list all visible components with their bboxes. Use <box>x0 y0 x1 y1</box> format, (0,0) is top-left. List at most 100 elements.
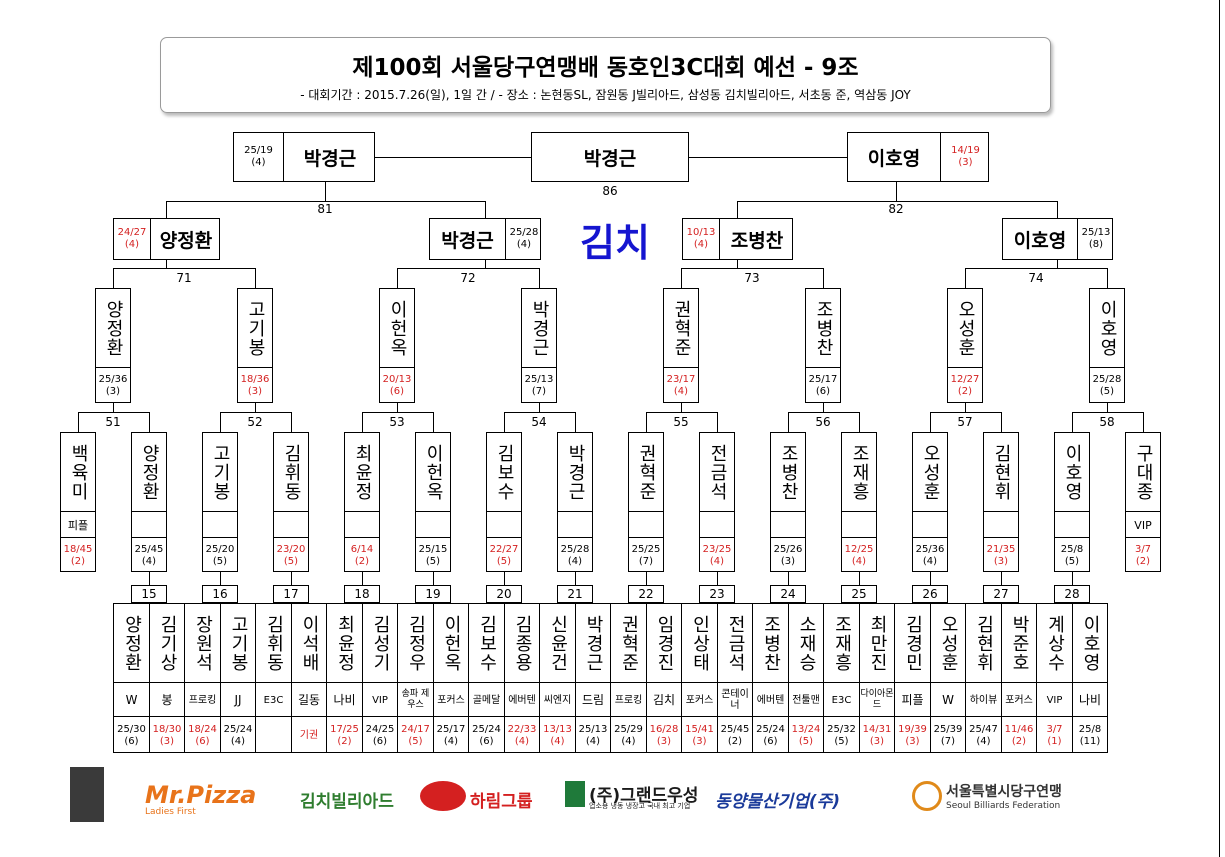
score-cell: 18/45(2) <box>61 537 95 573</box>
score-average: (4) <box>124 239 140 250</box>
score-average: (1) <box>1047 735 1062 747</box>
bracket-line <box>896 182 897 201</box>
score-cell: 25/39(7) <box>931 716 965 754</box>
sponsor-name: 동양물산기업(주) <box>715 792 841 812</box>
bracket-line <box>930 412 1001 413</box>
match-number: 54 <box>531 415 547 429</box>
player-name: 박경근 <box>565 443 586 501</box>
bracket-line <box>788 572 789 585</box>
score-average: (4) <box>693 239 709 250</box>
score-value: 25/24 <box>223 723 253 735</box>
score-cell: 25/25(7) <box>629 537 663 573</box>
player-name: 김휘동 <box>263 614 285 672</box>
score-average: (3) <box>692 735 707 747</box>
club-cell: VIP <box>1126 511 1160 538</box>
bracket-line <box>1057 201 1058 218</box>
bracket-line <box>737 201 738 218</box>
score-average: (5) <box>1099 386 1115 397</box>
score-average: (4) <box>251 157 266 168</box>
score-cell: 25/24(6) <box>753 716 788 754</box>
bracket-line <box>737 260 738 268</box>
score-average: (4) <box>976 735 991 747</box>
bracket-line <box>646 572 647 585</box>
player-name: 박경근 <box>529 299 550 357</box>
score-cell: 25/20(5) <box>203 537 237 573</box>
player-name: 이헌옥 <box>387 299 408 357</box>
club-cell: JJ <box>221 682 255 717</box>
club-cell: 골메달 <box>469 682 504 717</box>
score-cell: 25/17(6) <box>806 367 840 404</box>
player-box: 권혁준 25/25(7) <box>628 432 664 572</box>
score-value: 25/24 <box>756 723 785 735</box>
club-cell: 포커스 <box>1002 682 1036 717</box>
score-cell: 25/8(5) <box>1055 537 1089 573</box>
score-cell: 19/39(3) <box>895 716 930 754</box>
bracket-line <box>220 412 221 432</box>
bracket-line <box>504 412 575 413</box>
score-average: (4) <box>621 735 636 747</box>
score-average: (2) <box>1011 735 1027 747</box>
score-value: 24/27 <box>117 227 147 238</box>
match-number-box: 27 <box>983 585 1019 603</box>
bracket-line <box>859 572 860 585</box>
bracket-line <box>255 403 256 412</box>
score-value: 25/28 <box>509 227 539 238</box>
player-name: 권혁준 <box>636 443 657 501</box>
bracket-line <box>1072 572 1073 585</box>
bracket-line <box>539 268 540 288</box>
score-cell: 기권 <box>292 716 326 754</box>
club-cell <box>984 511 1018 538</box>
score-value: 25/28 <box>560 543 590 555</box>
player-name: 권혁준 <box>671 299 692 357</box>
score-value: 25/19 <box>244 145 273 156</box>
bracket-line <box>823 403 824 412</box>
club-cell <box>629 511 663 538</box>
score-cell: 25/30(6) <box>114 716 149 754</box>
score-cell: 6/14(2) <box>345 537 379 573</box>
player-box: 14/19(3)이호영 <box>847 132 989 182</box>
score-average: (5) <box>425 555 441 567</box>
score-average: (2) <box>1135 555 1151 567</box>
score-value: 25/17 <box>808 374 838 385</box>
player-name: 조병찬 <box>760 614 782 672</box>
grand-woosung-mark <box>565 781 585 807</box>
score-average: (4) <box>514 735 530 747</box>
score-cell: 23/25(4) <box>700 537 734 573</box>
club-cell <box>345 511 379 538</box>
match-number: 52 <box>247 415 263 429</box>
score-value: 3/7 <box>1134 543 1152 555</box>
bracket-line <box>965 403 966 412</box>
club-cell: VIP <box>363 682 397 717</box>
score-cell: 22/33(4) <box>505 716 539 754</box>
score-cell: 25/15(5) <box>416 537 450 573</box>
score-value: 25/36 <box>98 374 128 385</box>
score-value: 25/20 <box>205 543 235 555</box>
match-number-box: 19 <box>415 585 451 603</box>
player-name: 김현휘 <box>973 614 995 672</box>
score-cell: 18/24(6) <box>185 716 220 754</box>
bracket-line <box>433 572 434 585</box>
score-average: (5) <box>834 735 849 747</box>
player-name: 최만진 <box>867 614 888 672</box>
bracket-line <box>1057 260 1058 268</box>
player-box: 25/19(4)박경근 <box>233 132 375 182</box>
score-value: 20/13 <box>382 374 412 385</box>
bracket-line <box>362 572 363 585</box>
player-name: 조병찬 <box>778 443 799 501</box>
bracket-line <box>689 157 847 158</box>
sponsor-logo: 하림그룹 <box>420 775 550 820</box>
player-name: 계상수 <box>1044 614 1066 672</box>
bracket-line <box>1001 412 1002 432</box>
score-cell: 3/7(2) <box>1126 537 1160 573</box>
bracket-line <box>291 572 292 585</box>
player-box: 24/27(4)양정환 <box>113 218 220 260</box>
bracket-line <box>930 412 931 432</box>
club-cell: 송파 제우스 <box>398 682 433 717</box>
bracket-line <box>78 412 79 432</box>
score-value: 22/33 <box>507 723 537 735</box>
